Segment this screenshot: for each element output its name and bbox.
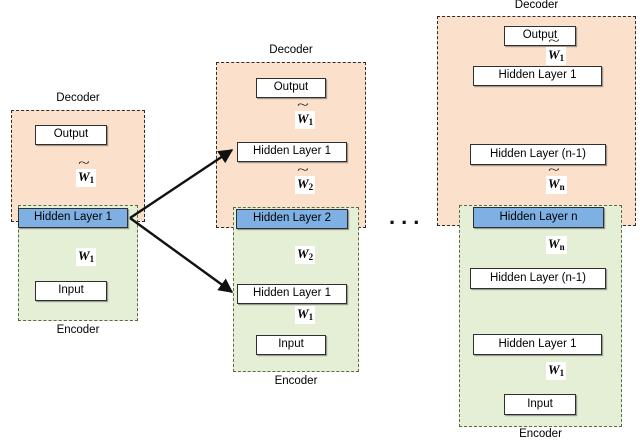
stage3-input-node: Input [504, 394, 576, 415]
stage2-weight-tilde-w1: W1 [295, 111, 316, 129]
stage2-weight-tilde-w1-symbol: W [297, 112, 309, 125]
stage3-arrow-enc-hiddennm1-to-hiddenn [533, 226, 547, 269]
stage3-weight-wn-subscript: n [559, 242, 565, 252]
stage3-encoder-hidden-layer-1-node: Hidden Layer 1 [473, 334, 602, 355]
stage1-weight-tilde-w1-subscript: 1 [89, 175, 95, 185]
stage1-weight-tilde-w1-symbol: W [78, 170, 90, 183]
stage2-decoder-caption: Decoder [269, 44, 313, 56]
stage1-decoder-caption: Decoder [56, 92, 100, 104]
stage3-encoder-caption: Encoder [519, 428, 562, 440]
stage1-input-node: Input [35, 281, 107, 301]
stage3-arrow-input-to-enc-hidden1 [533, 353, 547, 395]
stage2-weight-tilde-w2-subscript: 2 [308, 182, 314, 192]
stage3-arrow-enc-hidden1-to-enc-hiddennm1 [533, 285, 547, 335]
stage3-arrow-hiddenn-to-dec-hiddennm1 [533, 165, 547, 209]
stage3-weight-tilde-wn: Wn [546, 176, 567, 194]
stage3-weight-tilde-wn-subscript: n [559, 182, 565, 192]
stage3-output-node: Output [504, 26, 576, 46]
stage2-weight-tilde-w1-subscript: 1 [308, 117, 314, 127]
stage2-weight-w2: W2 [295, 246, 316, 264]
connector-to-stage2-encoder-hidden1 [129, 217, 234, 293]
stage1-output-node: Output [35, 125, 107, 145]
stage3-weight-w1: W1 [546, 362, 567, 380]
stage3-decoder-caption: Decoder [514, 0, 559, 11]
stage3-decoder-hidden-layer-n-minus-1-node: Hidden Layer (n-1) [470, 144, 606, 165]
stage3-arrow-dec-hidden1-to-output [533, 46, 547, 66]
stage3-weight-wn-symbol: W [548, 236, 560, 251]
stage2-input-node: Input [256, 335, 326, 355]
stage1-weight-w1-symbol: W [78, 248, 90, 263]
stage3-encoder-hidden-layer-n-minus-1-node: Hidden Layer (n-1) [470, 268, 606, 289]
stage2-encoder-hidden-layer-1-node: Hidden Layer 1 [237, 284, 347, 304]
stage2-hidden-layer-2-node: Hidden Layer 2 [236, 209, 348, 229]
stage2-weight-w1: W1 [295, 306, 316, 324]
stage1-weight-w1: W1 [76, 248, 97, 266]
stage3-decoder-region [437, 16, 636, 226]
stage3-weight-tilde-wn-symbol: W [548, 177, 560, 190]
stage3-arrow-dec-hiddennm1-to-dec-hidden1 [533, 92, 547, 145]
stage2-output-node: Output [256, 78, 326, 98]
stage3-weight-tilde-w1-symbol: W [548, 48, 560, 61]
stage1-weight-w1-subscript: 1 [89, 254, 95, 264]
stage3-hidden-layer-n-node: Hidden Layer n [473, 207, 604, 228]
stage2-decoder-hidden-layer-1-node: Hidden Layer 1 [237, 142, 347, 162]
stage2-weight-w2-subscript: 2 [308, 252, 314, 262]
stage1-hidden-layer-1-node: Hidden Layer 1 [18, 208, 128, 228]
stage2-encoder-caption: Encoder [274, 375, 318, 387]
stage3-weight-w1-subscript: 1 [559, 368, 565, 378]
stage3-weight-wn: Wn [546, 236, 567, 254]
stage2-weight-tilde-w2-symbol: W [297, 177, 309, 190]
stage3-decoder-hidden-layer-1-node: Hidden Layer 1 [473, 66, 602, 86]
stage2-weight-w1-subscript: 1 [308, 312, 314, 322]
stage3-weight-w1-symbol: W [548, 362, 560, 377]
stage2-weight-w1-symbol: W [297, 306, 309, 321]
stage1-encoder-caption: Encoder [56, 324, 100, 336]
stage2-weight-w2-symbol: W [297, 246, 309, 261]
stage3-weight-tilde-w1: W1 [546, 47, 567, 65]
stage-continuation-ellipsis: ... [389, 204, 426, 229]
stage2-weight-tilde-w2: W2 [295, 176, 316, 194]
stage3-encoder-region [459, 205, 622, 427]
stage1-weight-tilde-w1: W1 [76, 169, 97, 187]
stage3-weight-tilde-w1-subscript: 1 [559, 53, 565, 63]
